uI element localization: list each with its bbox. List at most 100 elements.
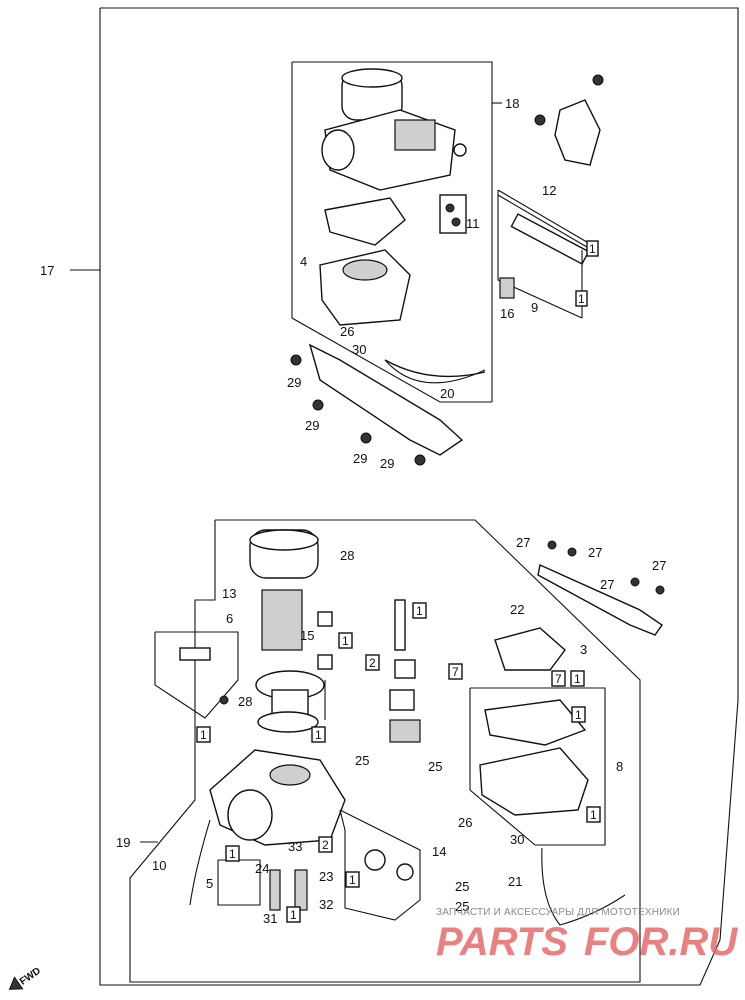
callout-29-b: 29	[305, 418, 319, 433]
callout-27-c: 27	[600, 577, 614, 592]
callout-14: 14	[432, 844, 446, 859]
callout-3: 3	[580, 642, 587, 657]
upper-screws	[439, 194, 467, 234]
svg-text:7: 7	[555, 672, 562, 686]
choke-linkage	[154, 631, 239, 719]
box-ref: 1	[586, 806, 601, 823]
callout-12: 12	[542, 183, 556, 198]
box-ref: 1	[225, 845, 240, 862]
callout-25-d: 25	[455, 899, 469, 914]
watermark-caption: ЗАПЧАСТИ И АКСЕССУАРЫ ДЛЯ МОТОТЕХНИКИ	[436, 907, 680, 918]
callout-27-b: 27	[588, 545, 602, 560]
callout-27-a: 27	[516, 535, 530, 550]
watermark-brand-b: FOR.RU	[584, 920, 738, 964]
callout-33: 33	[288, 839, 302, 854]
callout-4: 4	[300, 254, 307, 269]
callout-29-a: 29	[287, 375, 301, 390]
callout-9: 9	[531, 300, 538, 315]
callout-6: 6	[226, 611, 233, 626]
forward-arrow: FWD	[8, 966, 43, 990]
svg-text:2: 2	[322, 838, 329, 852]
callout-labels: 17 18 12 11 4 9 16 26 30 20 29 29 29 29 …	[40, 96, 666, 926]
svg-text:1: 1	[589, 242, 596, 256]
svg-text:1: 1	[229, 847, 236, 861]
svg-text:1: 1	[416, 604, 423, 618]
small-jets	[217, 859, 308, 911]
callout-25-c: 25	[455, 879, 469, 894]
callout-29-c: 29	[353, 451, 367, 466]
callout-5: 5	[206, 876, 213, 891]
callout-25-a: 25	[355, 753, 369, 768]
callout-30-upper: 30	[352, 342, 366, 357]
needle-jet-parts	[317, 599, 421, 743]
upper-float-bowl	[319, 197, 411, 326]
callout-21: 21	[508, 874, 522, 889]
box-ref: 1	[338, 632, 353, 649]
box-ref: 1	[286, 906, 301, 923]
callout-11: 11	[466, 216, 480, 231]
assembly-frame	[70, 7, 739, 986]
mounting-plate	[290, 343, 486, 466]
watermark-brand-a: PARTS	[436, 920, 568, 964]
box-ref: 2	[318, 836, 333, 853]
svg-text:2: 2	[369, 656, 376, 670]
box-ref: 1	[345, 871, 360, 888]
box-ref: 1	[571, 706, 586, 723]
callout-27-d: 27	[652, 558, 666, 573]
callout-28-lower: 28	[238, 694, 252, 709]
boxed-references: 1 1 1 2 7 1 1 7 1 1 1 1 1 2 1 1	[196, 240, 601, 923]
svg-text:1: 1	[590, 808, 597, 822]
callout-29-d: 29	[380, 456, 394, 471]
box-ref: 1	[570, 670, 585, 687]
box-ref: 7	[551, 670, 566, 687]
svg-text:1: 1	[575, 708, 582, 722]
svg-text:1: 1	[290, 908, 297, 922]
callout-26-lower: 26	[458, 815, 472, 830]
callout-30-lower: 30	[510, 832, 524, 847]
link-bracket	[534, 74, 604, 166]
svg-text:1: 1	[578, 292, 585, 306]
svg-text:1: 1	[315, 728, 322, 742]
box-ref: 1	[586, 240, 599, 257]
box-ref: 1	[412, 602, 427, 619]
callout-13: 13	[222, 586, 236, 601]
lower-float-bowl	[469, 627, 606, 846]
lower-carburetor-body	[209, 749, 346, 846]
forward-label: FWD	[18, 966, 43, 988]
svg-text:1: 1	[574, 672, 581, 686]
watermark: ЗАПЧАСТИ И АКСЕССУАРЫ ДЛЯ МОТОТЕХНИКИ PA…	[436, 907, 738, 964]
svg-text:1: 1	[200, 728, 207, 742]
svg-text:1: 1	[349, 873, 356, 887]
callout-32: 32	[319, 897, 333, 912]
upper-assembly-outline	[291, 61, 502, 403]
callout-20: 20	[440, 386, 454, 401]
hoses	[189, 359, 626, 926]
callout-22: 22	[510, 602, 524, 617]
lower-carburetor-top	[249, 529, 325, 733]
box-ref: 1	[196, 726, 211, 743]
callout-28-upper: 28	[340, 548, 354, 563]
callout-24: 24	[255, 861, 269, 876]
callout-8: 8	[616, 759, 623, 774]
upper-carburetor-body	[321, 68, 467, 191]
callout-15: 15	[300, 628, 314, 643]
accelerator-pump	[339, 809, 421, 921]
callout-10: 10	[152, 858, 166, 873]
box-ref: 1	[575, 290, 588, 307]
box-ref: 2	[365, 654, 380, 671]
throttle-shafts	[497, 189, 593, 319]
svg-text:1: 1	[342, 634, 349, 648]
linkage-rail	[537, 540, 665, 636]
box-ref: 1	[311, 726, 326, 743]
callout-25-b: 25	[428, 759, 442, 774]
callout-17: 17	[40, 263, 54, 278]
callout-31: 31	[263, 911, 277, 926]
callout-26-upper: 26	[340, 324, 354, 339]
callout-18: 18	[505, 96, 519, 111]
callout-23: 23	[319, 869, 333, 884]
lower-assembly-outline	[129, 519, 641, 983]
box-ref: 7	[448, 663, 463, 680]
svg-text:7: 7	[452, 665, 459, 679]
callout-19: 19	[116, 835, 130, 850]
